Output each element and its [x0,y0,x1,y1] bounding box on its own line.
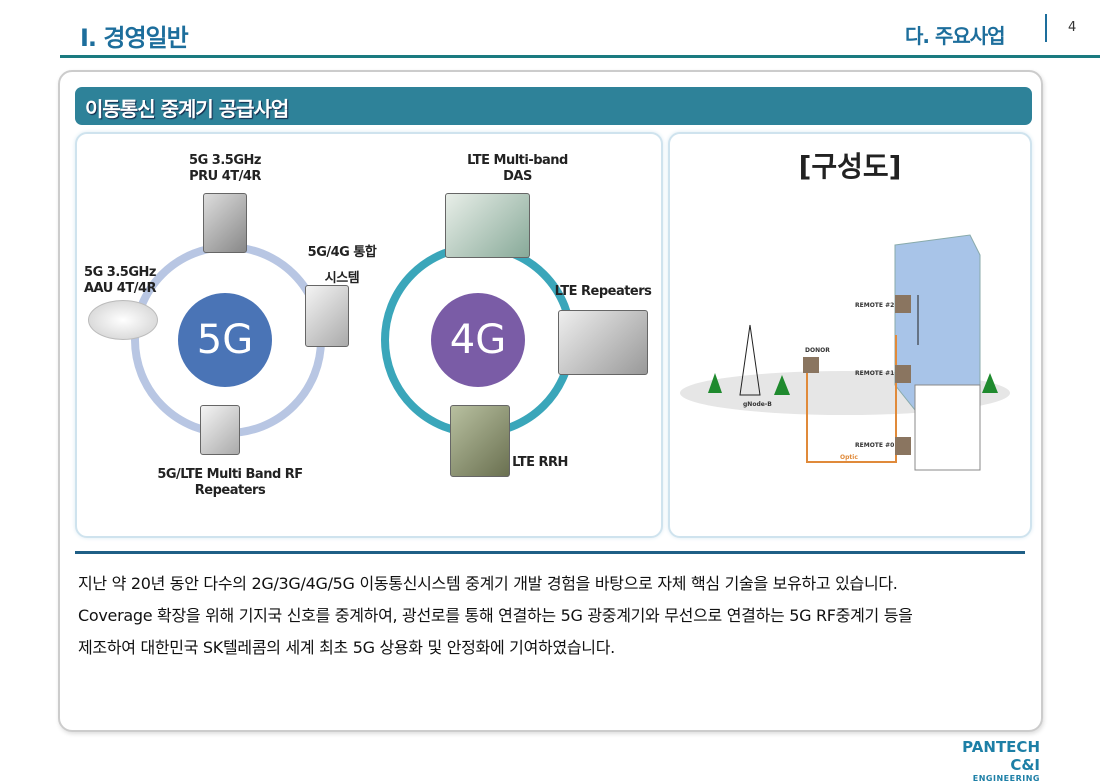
header-rule [60,55,1100,58]
label-rrh: LTE RRH [512,455,568,470]
rrh-device-image [450,405,510,477]
label-optic: Optic [840,454,858,461]
body-line-1: 지난 약 20년 동안 다수의 2G/3G/4G/5G 이동통신시스템 중계기 … [78,574,898,593]
subsection-title: 다. 주요사업 [905,24,1006,48]
logo-name: PANTECH C&I [962,738,1040,774]
label-pru: 5G 3.5GHz PRU 4T/4R [189,153,261,184]
pru-device-image [203,193,247,253]
rf-repeater-image [200,405,240,455]
body-line-2: Coverage 확장을 위해 기지국 신호를 중계하여, 광선로를 통해 연결… [78,606,913,625]
core-4g: 4G [431,293,525,387]
content-panel [58,70,1043,732]
aau-device-image [88,300,158,340]
label-aau: 5G 3.5GHz AAU 4T/4R [83,265,157,296]
label-remote-1: REMOTE #1 [855,370,895,377]
label-integrated: 5G/4G 통합 시스템 [307,245,377,286]
lte-repeater-image [558,310,648,375]
page-number: 4 [1068,20,1077,35]
label-donor: DONOR [805,347,830,354]
label-remote-0: REMOTE #0 [855,442,895,449]
label-lte-repeaters: LTE Repeaters [554,284,652,299]
das-device-image [445,193,530,258]
label-remote-2: REMOTE #2 [855,302,895,309]
label-das: LTE Multi-band DAS [467,153,568,184]
body-line-3: 제조하여 대한민국 SK텔레콤의 세계 최초 5G 상용화 및 안정화에 기여하… [78,638,615,657]
header-divider [1045,14,1047,42]
content-divider [75,551,1025,554]
section-banner: 이동통신 중계기 공급사업 [75,87,1032,125]
logo-sub: ENGINEERING [972,774,1040,783]
diagram-title: [구성도] [798,150,902,183]
label-gnodeb: gNode-B [743,401,772,408]
integrated-system-image [305,285,349,347]
label-rf-repeaters: 5G/LTE Multi Band RF Repeaters [157,467,303,498]
section-title: Ⅰ. 경영일반 [80,24,189,52]
network-illustration [680,234,1010,471]
company-logo: PANTECH C&I ENGINEERING [935,738,1040,783]
core-5g: 5G [178,293,272,387]
